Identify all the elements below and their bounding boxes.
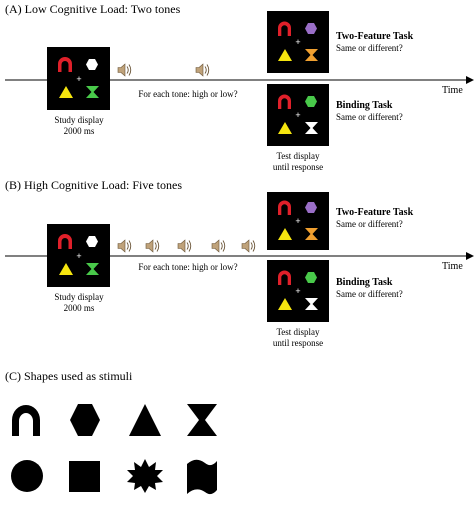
arch-icon	[58, 234, 72, 249]
test-display-a-two-feature: +	[267, 11, 329, 73]
hourglass-icon	[305, 298, 318, 310]
test-caption-b-line1: Test display	[276, 327, 320, 337]
arch-icon	[12, 405, 40, 436]
two-feature-question-b: Same or different?	[336, 219, 403, 229]
hourglass-icon	[187, 404, 217, 436]
test-display-b-binding: +	[267, 260, 329, 322]
panel-c: (C) Shapes used as stimuli	[5, 369, 217, 495]
arch-icon	[278, 21, 291, 36]
hexagon-icon	[305, 96, 317, 107]
timeline-a-arrowhead	[466, 76, 474, 84]
hexagon-icon	[305, 202, 317, 213]
square-icon	[69, 461, 100, 492]
speaker-icon	[145, 239, 160, 253]
two-feature-task-title-a: Two-Feature Task	[336, 31, 414, 42]
speaker-icon	[211, 239, 226, 253]
triangle-icon	[59, 263, 73, 275]
arch-icon	[278, 270, 291, 285]
study-caption-a-line1: Study display	[54, 115, 104, 125]
two-feature-question-a: Same or different?	[336, 43, 403, 53]
binding-task-title-b: Binding Task	[336, 277, 393, 288]
binding-question-b: Same or different?	[336, 289, 403, 299]
panel-c-heading: (C) Shapes used as stimuli	[5, 369, 133, 383]
time-label-a: Time	[442, 85, 463, 96]
hourglass-icon	[305, 228, 318, 240]
panel-b: (B) High Cognitive Load: Five tones Time…	[5, 178, 474, 348]
fixation-cross: +	[295, 216, 300, 226]
test-display-b-two-feature: +	[267, 192, 329, 250]
time-label-b: Time	[442, 261, 463, 272]
binding-task-title-a: Binding Task	[336, 100, 393, 111]
timeline-b-arrowhead	[466, 252, 474, 260]
tone-question-b: For each tone: high or low?	[138, 262, 237, 272]
study-display-a: +	[47, 47, 110, 110]
arch-icon	[278, 94, 291, 109]
flag-icon	[187, 459, 217, 495]
panel-a: (A) Low Cognitive Load: Two tones Time +…	[5, 2, 474, 172]
tone-question-a: For each tone: high or low?	[138, 89, 237, 99]
circle-icon	[11, 460, 43, 492]
hexagon-icon	[305, 23, 317, 34]
speaker-icon	[241, 239, 256, 253]
hexagon-icon	[86, 59, 98, 70]
arch-icon	[58, 57, 72, 72]
triangle-icon	[278, 298, 292, 310]
triangle-icon	[129, 404, 161, 436]
test-display-a-binding: +	[267, 84, 329, 146]
arch-icon	[278, 200, 291, 215]
hourglass-icon	[86, 86, 99, 98]
starburst-icon	[127, 459, 163, 493]
panel-a-heading: (A) Low Cognitive Load: Two tones	[5, 2, 181, 16]
triangle-icon	[278, 122, 292, 134]
hourglass-icon	[305, 122, 318, 134]
speaker-icon	[195, 63, 210, 77]
panel-b-heading: (B) High Cognitive Load: Five tones	[5, 178, 182, 192]
fixation-cross: +	[295, 110, 300, 120]
test-caption-b-line2: until response	[273, 338, 323, 348]
triangle-icon	[278, 49, 292, 61]
speaker-icon	[117, 239, 132, 253]
speaker-icon	[177, 239, 192, 253]
study-caption-b-line2: 2000 ms	[64, 303, 95, 313]
speaker-icon	[117, 63, 132, 77]
binding-question-a: Same or different?	[336, 112, 403, 122]
fixation-cross: +	[76, 251, 81, 261]
two-feature-task-title-b: Two-Feature Task	[336, 207, 414, 218]
study-caption-b-line1: Study display	[54, 292, 104, 302]
study-caption-a-line2: 2000 ms	[64, 126, 95, 136]
triangle-icon	[278, 228, 292, 240]
test-caption-a-line1: Test display	[276, 151, 320, 161]
hourglass-icon	[86, 263, 99, 275]
fixation-cross: +	[295, 286, 300, 296]
hexagon-icon	[70, 404, 100, 436]
hexagon-icon	[305, 272, 317, 283]
triangle-icon	[59, 86, 73, 98]
hourglass-icon	[305, 49, 318, 61]
study-display-b: +	[47, 224, 110, 287]
hexagon-icon	[86, 236, 98, 247]
fixation-cross: +	[295, 37, 300, 47]
fixation-cross: +	[76, 74, 81, 84]
test-caption-a-line2: until response	[273, 162, 323, 172]
